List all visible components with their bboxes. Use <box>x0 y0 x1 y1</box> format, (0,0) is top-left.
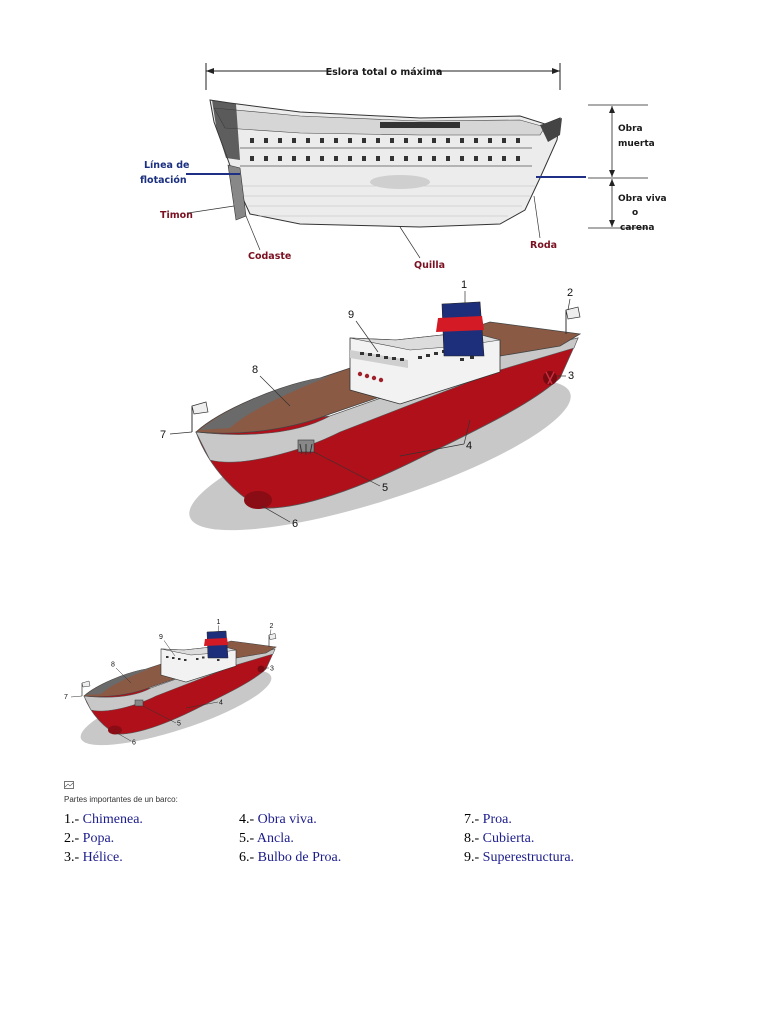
codaste-label: Codaste <box>248 251 291 262</box>
part-item: 1.- Chimenea. <box>64 812 143 827</box>
bow-flag-icon <box>191 401 209 432</box>
small-num-1: 1 <box>217 619 221 626</box>
num-3: 3 <box>568 370 574 382</box>
roda-label: Roda <box>530 240 557 251</box>
num-2: 2 <box>567 287 573 299</box>
small-num-8: 8 <box>111 662 115 669</box>
part-item: 3.- Hélice. <box>64 850 123 865</box>
num-7: 7 <box>160 429 166 441</box>
hull-red <box>195 337 579 509</box>
caption: Partes importantes de un barco: <box>64 795 178 804</box>
obra-viva-label-3: carena <box>620 223 654 233</box>
num-6: 6 <box>292 518 298 530</box>
propeller-icon <box>543 371 557 385</box>
small-num-6: 6 <box>132 740 136 747</box>
linea-flotacion-label-1: Línea de <box>144 160 189 171</box>
small-num-7: 7 <box>64 694 68 701</box>
part-item: 2.- Popa. <box>64 831 115 846</box>
quilla-label: Quilla <box>414 260 445 271</box>
sailing-ship-diagram: Eslora total o máxima <box>140 63 667 271</box>
linea-flotacion-label-2: flotación <box>140 175 187 186</box>
obra-muerta-label-1: Obra <box>618 124 643 134</box>
small-num-4: 4 <box>219 700 223 707</box>
ship-hull <box>209 99 562 228</box>
eslora-label: Eslora total o máxima <box>326 67 443 78</box>
part-item: 5.- Ancla. <box>239 831 294 846</box>
part-item: 7.- Proa. <box>464 812 512 827</box>
parts-column-1: 1.- Chimenea. 2.- Popa. 3.- Hélice. <box>64 810 143 867</box>
bulb-icon <box>244 491 272 509</box>
stern-flag-icon <box>565 306 581 334</box>
anchor-icon <box>297 439 315 455</box>
parts-column-2: 4.- Obra viva. 5.- Ancla. 6.- Bulbo de P… <box>239 810 341 867</box>
modern-ship-diagram-small: 1 2 3 4 5 6 7 8 9 <box>64 619 277 747</box>
small-num-3: 3 <box>270 666 274 673</box>
part-item: 9.- Superestructura. <box>464 850 575 865</box>
part-item: 4.- Obra viva. <box>239 812 317 827</box>
timon-label: Timon <box>160 210 193 221</box>
funnel-icon <box>436 301 485 357</box>
num-5: 5 <box>382 482 388 494</box>
parts-column-3: 7.- Proa. 8.- Cubierta. 9.- Superestruct… <box>464 810 574 867</box>
part-item: 8.- Cubierta. <box>464 831 535 846</box>
num-8: 8 <box>252 364 258 376</box>
small-num-9: 9 <box>159 634 163 641</box>
modern-ship-diagram-large: 1 2 3 4 5 6 7 8 9 <box>160 279 582 531</box>
obra-muerta-label-2: muerta <box>618 139 655 149</box>
image-placeholder-icon <box>64 781 74 789</box>
num-9: 9 <box>348 309 354 321</box>
obra-viva-label-1: Obra viva <box>618 194 667 204</box>
small-num-5: 5 <box>177 721 181 728</box>
obra-viva-label-2: o <box>632 208 638 218</box>
num-1: 1 <box>461 279 467 291</box>
small-num-2: 2 <box>270 623 274 630</box>
num-4: 4 <box>466 440 472 452</box>
part-item: 6.- Bulbo de Proa. <box>239 850 342 865</box>
